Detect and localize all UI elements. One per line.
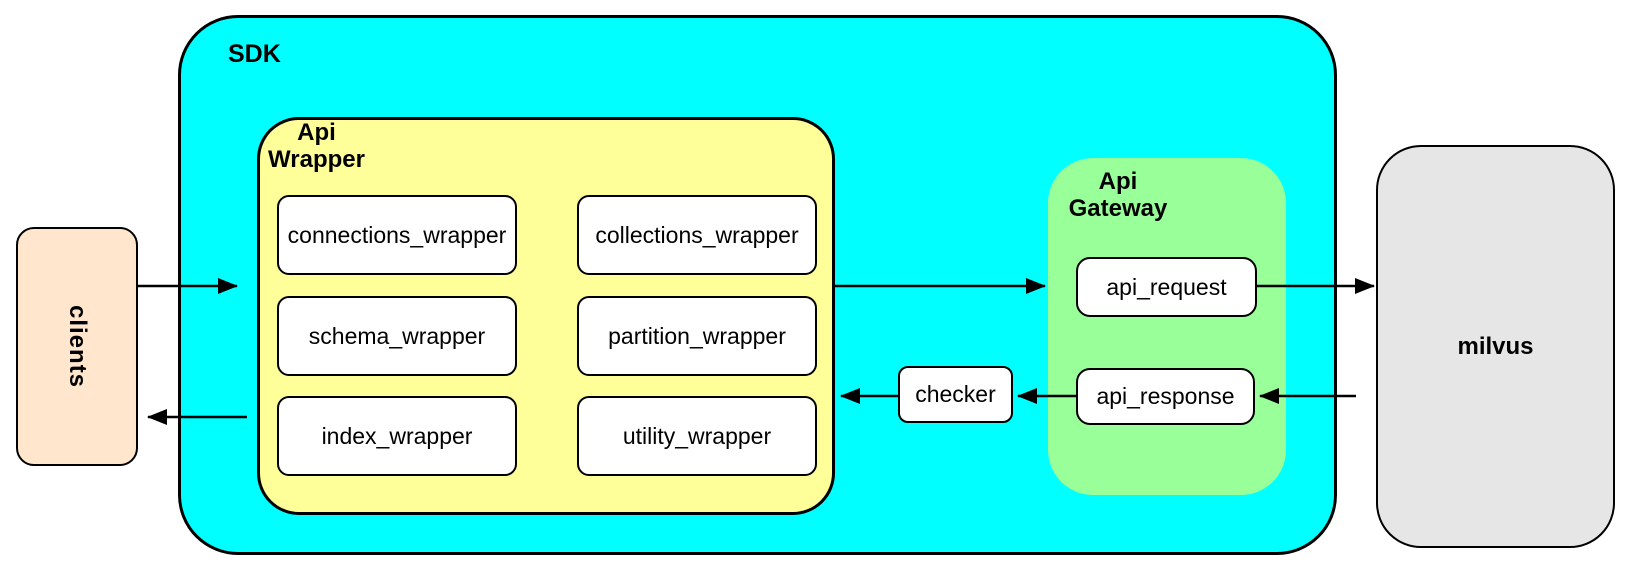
- connections-wrapper-label: connections_wrapper: [287, 221, 507, 248]
- api-gateway-container: [1048, 158, 1286, 495]
- api-response-box: api_response: [1076, 368, 1255, 425]
- index-wrapper-box: index_wrapper: [277, 396, 517, 476]
- api-response-label: api_response: [1096, 383, 1235, 409]
- collections-wrapper-label: collections_wrapper: [595, 221, 799, 248]
- api-request-box: api_request: [1076, 257, 1257, 317]
- utility-wrapper-box: utility_wrapper: [577, 396, 817, 476]
- checker-label: checker: [915, 381, 996, 407]
- clients-box: clients: [16, 227, 138, 466]
- api-request-label: api_request: [1106, 273, 1227, 300]
- utility-wrapper-label: utility_wrapper: [622, 422, 772, 449]
- schema-wrapper-label: schema_wrapper: [308, 322, 486, 349]
- milvus-label: milvus: [1457, 332, 1534, 360]
- partition-wrapper-label: partition_wrapper: [608, 322, 786, 349]
- checker-box: checker: [898, 366, 1013, 423]
- api-gateway-label: Api Gateway: [1068, 168, 1168, 223]
- clients-label: clients: [64, 304, 91, 389]
- milvus-box: milvus: [1376, 145, 1615, 548]
- api-wrapper-label: Api Wrapper: [268, 119, 365, 174]
- sdk-label: SDK: [228, 40, 281, 68]
- connections-wrapper-box: connections_wrapper: [277, 195, 517, 275]
- index-wrapper-label: index_wrapper: [321, 422, 473, 449]
- partition-wrapper-box: partition_wrapper: [577, 296, 817, 376]
- collections-wrapper-box: collections_wrapper: [577, 195, 817, 275]
- schema-wrapper-box: schema_wrapper: [277, 296, 517, 376]
